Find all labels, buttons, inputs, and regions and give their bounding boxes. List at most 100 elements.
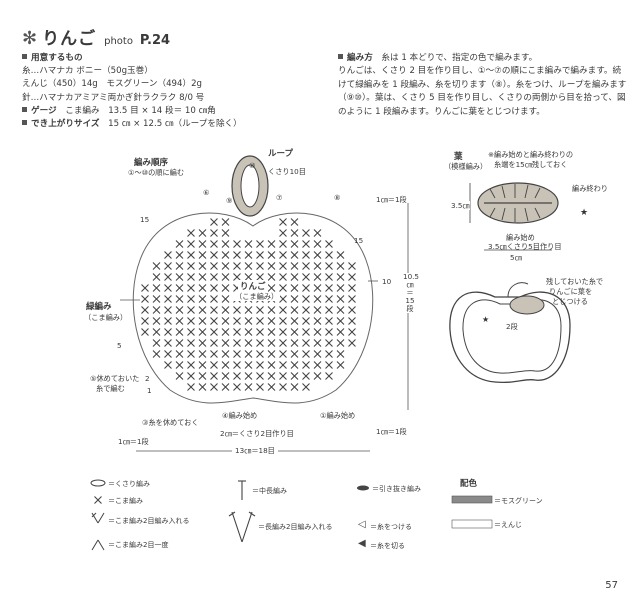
sc-stitch-mark [278, 371, 288, 381]
sc-stitch-mark [301, 305, 311, 315]
sc-stitch-mark [324, 250, 334, 260]
sc-stitch-mark [255, 360, 265, 370]
sc-stitch-mark [244, 382, 253, 392]
sc-stitch-mark [198, 294, 207, 304]
sc-stitch-mark [301, 272, 311, 282]
sc-stitch-mark [267, 338, 276, 348]
width-label: 13㎝＝18目 [232, 446, 278, 455]
sc-stitch-mark [209, 261, 219, 271]
sc-stitch-mark [324, 272, 334, 282]
method-lead: 糸は 1 本どりで、指定の色で編みます。 [381, 53, 538, 63]
cut-symbol-icon: ◀ [358, 538, 366, 549]
chain-symbol-icon [90, 479, 106, 487]
chain10-label: くさり10目 [268, 167, 306, 176]
sc-stitch-mark [336, 261, 345, 271]
assembled-leaf [509, 295, 545, 315]
method-block: 編み方 糸は 1 本どりで、指定の色で編みます。 りんごは、くさり 2 目を作り… [338, 52, 628, 119]
sc-stitch-mark [347, 261, 357, 271]
leaf-title: 葉 [454, 152, 463, 162]
body-label: りんご [238, 280, 268, 292]
sc-stitch-mark [313, 338, 322, 348]
sc-stitch-mark [152, 327, 161, 337]
sc-stitch-mark [175, 338, 184, 348]
sc-stitch-mark [290, 338, 299, 348]
sc-stitch-mark [278, 316, 288, 326]
sc-stitch-mark [301, 283, 311, 293]
sc-stitch-mark [278, 349, 288, 359]
legend-dc2inc: ＝長編み2目編み入れる [258, 523, 333, 531]
sc-stitch-mark [278, 250, 288, 260]
sc-stitch-mark [163, 338, 173, 348]
row2: 2 [145, 374, 150, 383]
sc-stitch-mark [221, 305, 230, 315]
sc-stitch-mark [175, 272, 184, 282]
sc-stitch-mark [267, 272, 276, 282]
sc-stitch-mark [163, 305, 173, 315]
sc-stitch-mark [267, 316, 276, 326]
sc-stitch-mark [232, 250, 242, 260]
leaf-width: 5㎝ [510, 253, 522, 262]
slip-symbol-icon [357, 485, 369, 491]
sc-stitch-mark [175, 316, 184, 326]
legend-sc2tog: ＝こま編み2目一度 [108, 541, 169, 549]
sc-stitch-mark [186, 360, 196, 370]
materials-colors: えんじ（450）14g モスグリーン（494）2g [22, 79, 203, 90]
sc-stitch-mark [290, 283, 299, 293]
sc-stitch-mark [324, 283, 334, 293]
sc-stitch-mark [290, 294, 299, 304]
sc-stitch-mark [221, 250, 230, 260]
sc-stitch-mark [198, 338, 207, 348]
sc-stitch-mark [290, 360, 299, 370]
sc-stitch-mark [267, 327, 276, 337]
sc-stitch-mark [209, 239, 219, 249]
sc-stitch-mark [163, 272, 173, 282]
sc-stitch-mark [255, 316, 265, 326]
red-color-swatch [451, 519, 493, 529]
sc-stitch-mark [175, 239, 184, 249]
sc-stitch-mark [140, 327, 150, 337]
sc-stitch-mark [301, 371, 311, 381]
sc2tog-symbol-icon [91, 539, 105, 551]
sc-stitch-mark [290, 371, 299, 381]
sc-stitch-mark [209, 349, 219, 359]
sc-stitch-mark [163, 360, 173, 370]
start4-label: ④編み始め [222, 411, 258, 420]
materials-heading: 用意するもの [22, 52, 242, 65]
sc-stitch-mark [209, 283, 219, 293]
legend-chain: ＝くさり編み [108, 480, 150, 488]
sc-stitch-mark [301, 327, 311, 337]
assembly-note-b: りんごに葉を [549, 287, 593, 296]
apple-edge-outline [132, 212, 374, 404]
sc-stitch-mark [209, 327, 219, 337]
sc-stitch-mark [152, 261, 161, 271]
row1-right-label: 1㎝＝1段 [376, 427, 407, 436]
sc-stitch-mark [186, 283, 196, 293]
sc-stitch-mark [278, 360, 288, 370]
sc-stitch-mark [221, 261, 230, 271]
sc-stitch-mark [163, 294, 173, 304]
legend-hdc: ＝中長編み [252, 487, 287, 495]
row1-top-label: 1㎝＝1段 [376, 195, 407, 204]
sc-stitch-mark [313, 360, 322, 370]
bullet-icon [338, 54, 343, 59]
sc-stitch-mark [301, 261, 311, 271]
sc-stitch-mark [301, 382, 311, 392]
sc-stitch-mark [221, 283, 230, 293]
order-title: 編み順序 [134, 158, 169, 168]
row15-right: 15 [354, 236, 364, 245]
rest-yarn-a: ⑤休めておいた [90, 374, 140, 383]
sc-stitch-mark [313, 294, 322, 304]
sc-stitch-mark [198, 305, 207, 315]
sc-stitch-mark [198, 371, 207, 381]
sc-stitch-mark [152, 338, 161, 348]
materials-needle: 針…ハマナカアミアミ両かぎ針ラクラク 8/0 号 [22, 92, 205, 103]
sc-stitch-mark [336, 338, 345, 348]
sc-stitch-mark [347, 272, 357, 282]
hdc-symbol-icon [238, 480, 246, 500]
sc-stitch-mark [186, 272, 196, 282]
sc-stitch-mark [313, 239, 322, 249]
legend-cut: ＝糸を切る [370, 542, 405, 550]
sc-stitch-mark [313, 327, 322, 337]
legend-sc2inc: ＝こま編み2目編み入れる [108, 517, 190, 525]
sc-stitch-mark [278, 327, 288, 337]
